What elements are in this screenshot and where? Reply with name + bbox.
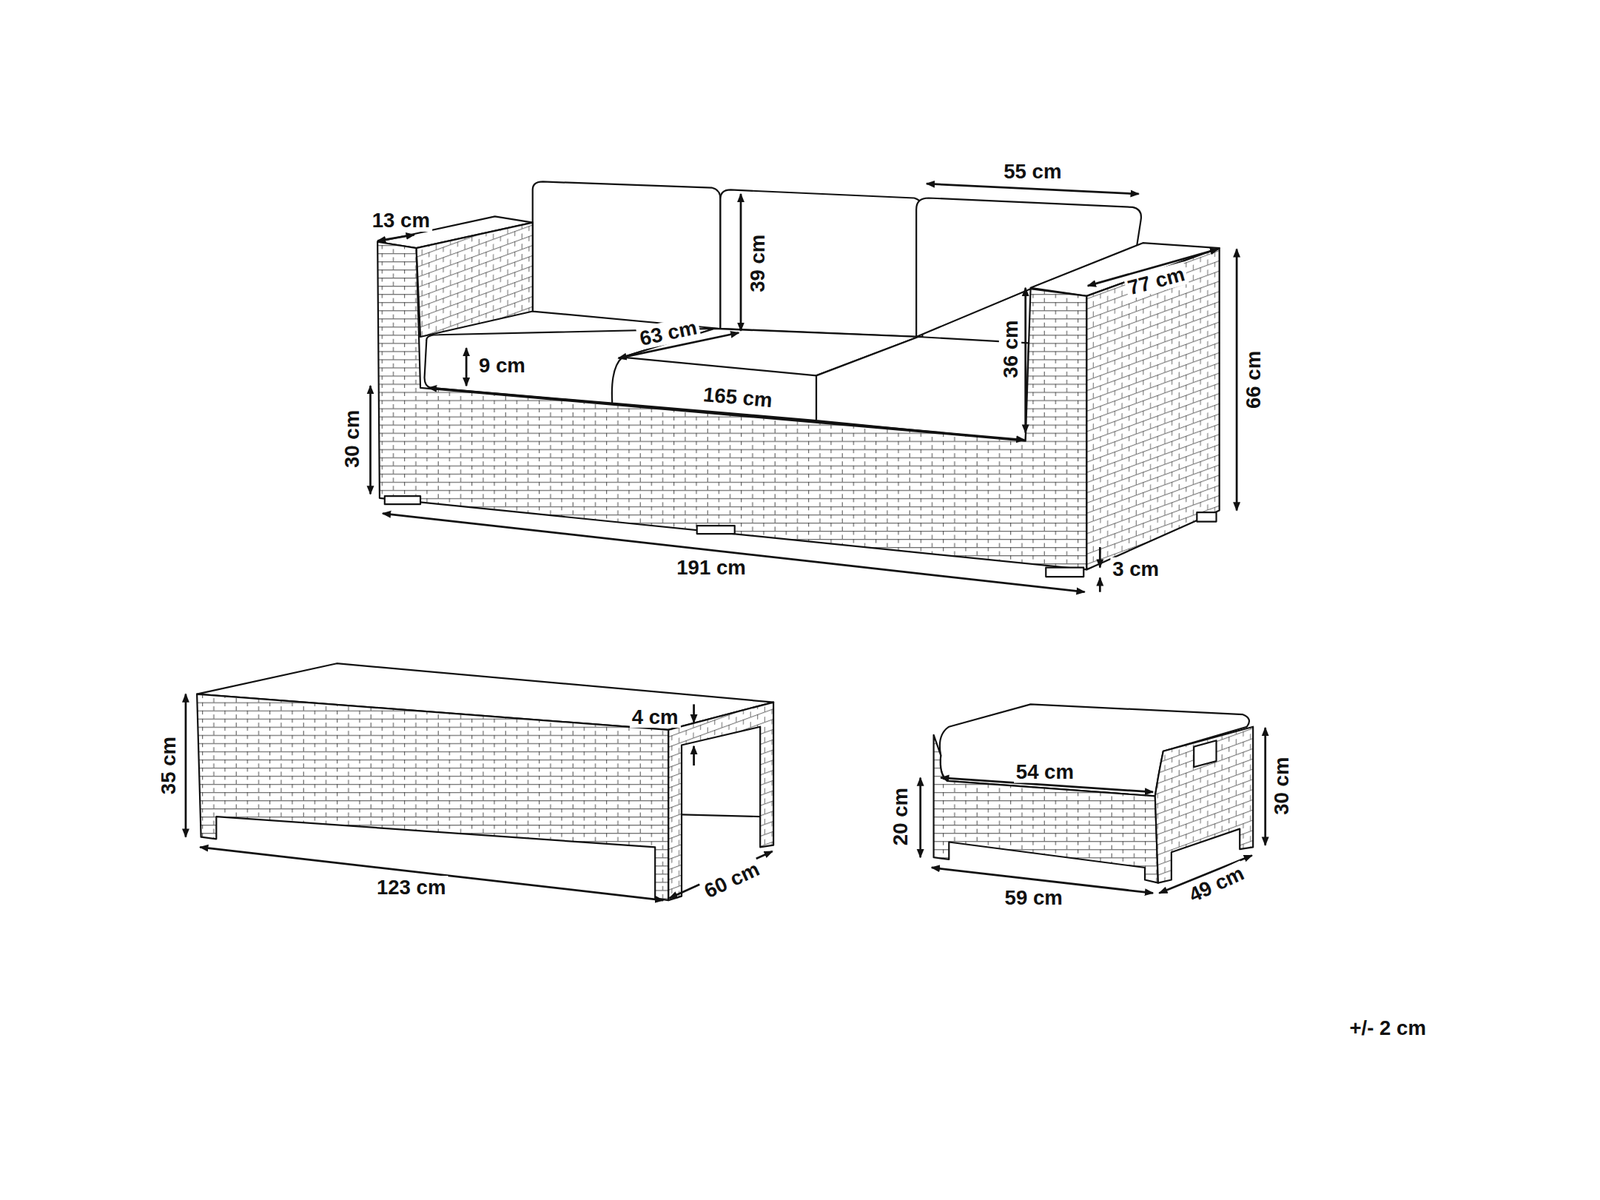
sofa	[377, 181, 1220, 577]
dimension-label: 60 cm	[698, 856, 765, 903]
dimension-label: 123 cm	[374, 875, 448, 898]
dimension-arrow	[692, 703, 695, 723]
dimension-arrow	[465, 347, 468, 386]
dimension-arrow	[377, 234, 415, 241]
dimension-arrow	[369, 385, 372, 494]
dimension-arrow	[926, 183, 1139, 194]
dimension-label: 13 cm	[370, 209, 433, 232]
dimension-label: 191 cm	[674, 555, 748, 578]
leg	[1196, 512, 1216, 521]
dimension-arrow	[692, 745, 695, 766]
dimension-arrow	[382, 513, 1085, 593]
dimension-lines	[185, 183, 1266, 900]
dimension-label: 49 cm	[1183, 860, 1250, 908]
dimension-label: 35 cm	[156, 734, 180, 797]
dimension-label: 54 cm	[1013, 760, 1077, 783]
dimension-label: 55 cm	[1001, 159, 1064, 183]
leg	[384, 495, 421, 504]
dimension-label: 3 cm	[1110, 557, 1161, 580]
leg	[697, 525, 735, 534]
sofa-side	[1086, 247, 1219, 570]
cushion-edge	[622, 357, 817, 376]
dimension-arrow	[740, 193, 743, 331]
dimension-arrow	[919, 777, 922, 858]
dimension-arrow	[185, 694, 188, 838]
ottoman	[933, 703, 1254, 883]
back-cushion	[532, 181, 721, 329]
dimension-label: 20 cm	[888, 785, 912, 848]
dimension-label: 9 cm	[476, 353, 527, 376]
dimension-arrow	[1098, 577, 1102, 592]
dimension-arrow	[1235, 248, 1239, 510]
ottoman-side	[1155, 726, 1253, 883]
leg	[1045, 567, 1084, 577]
dimension-label: 30 cm	[1270, 754, 1293, 818]
handle	[1193, 740, 1216, 767]
dimension-arrow	[1098, 546, 1102, 568]
arm-inner	[416, 222, 533, 337]
dimension-arrow	[1024, 287, 1027, 433]
ottoman-front	[933, 734, 1159, 883]
table-rail	[681, 814, 761, 817]
dimension-label: 39 cm	[745, 232, 769, 295]
dimension-arrow	[1264, 727, 1267, 846]
dimension-arrow	[199, 846, 664, 900]
dimension-label: 66 cm	[1241, 348, 1265, 411]
coffee-table	[196, 663, 774, 900]
dimension-label: 36 cm	[999, 318, 1022, 381]
back-cushion	[720, 189, 923, 337]
table-front	[196, 694, 669, 901]
dimension-label: +/- 2 cm	[1347, 1016, 1429, 1039]
dimension-label: 4 cm	[629, 705, 681, 728]
sofa-front	[377, 241, 1087, 570]
dimension-label: 59 cm	[1002, 885, 1065, 909]
dimension-label: 30 cm	[341, 407, 364, 470]
